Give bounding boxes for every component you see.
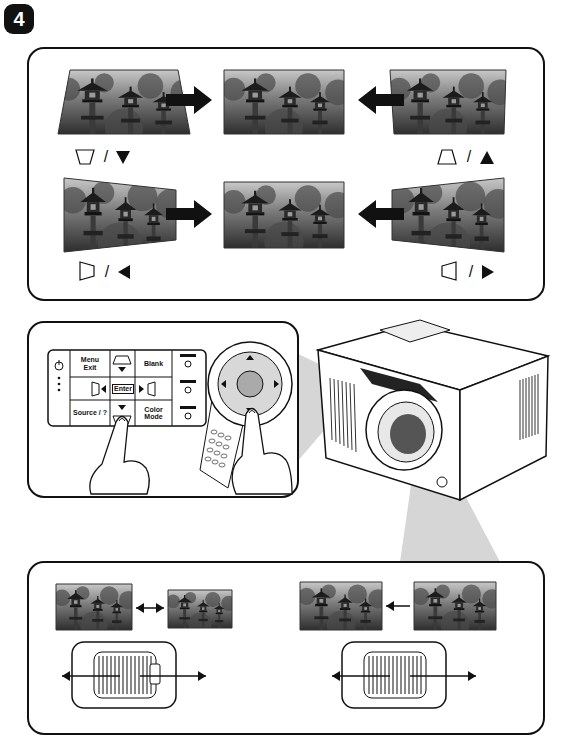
finger-nail (119, 419, 125, 422)
projected-image (54, 584, 138, 644)
arrow-head (62, 671, 70, 681)
projected-image (166, 590, 236, 640)
key-label: Source / ? (73, 409, 107, 416)
key-button: Blank (136, 351, 171, 376)
arrow-head (386, 601, 394, 611)
focus-ring (342, 642, 446, 708)
projected-image (222, 70, 351, 154)
projected-image (412, 582, 502, 645)
key-label: Menu (81, 356, 99, 363)
direction-arrow (166, 86, 212, 114)
keystone-symbol (76, 150, 94, 164)
direction-arrow (166, 200, 212, 228)
key-label: Blank (144, 360, 163, 367)
arrow-head (136, 603, 144, 613)
image-edge (414, 582, 496, 630)
indicator-arrow (62, 675, 120, 677)
arrow-head (198, 671, 206, 681)
direction-arrow (358, 86, 404, 114)
finger-nail (249, 411, 255, 414)
image-edge (390, 70, 506, 134)
projector (318, 320, 548, 500)
keystone-symbol (442, 262, 456, 280)
control-panel (48, 350, 206, 426)
pointing-hand (90, 417, 149, 495)
arrow-head (468, 671, 476, 681)
key-label: Exit (84, 364, 97, 371)
key-label: Color Mode (136, 406, 171, 421)
image-edge (392, 178, 504, 252)
arrow-head (156, 603, 164, 613)
separator: / (104, 148, 108, 166)
separator: / (105, 263, 109, 281)
key-button: Enter (112, 380, 134, 398)
image-edge (300, 582, 382, 630)
key-button: Color Mode (136, 401, 171, 425)
key-button: MenuExit (71, 351, 109, 376)
arrow-key-symbol (118, 265, 130, 279)
image-edge (56, 584, 132, 630)
separator: / (467, 148, 471, 166)
direction-arrow (358, 200, 404, 228)
separator: / (469, 263, 473, 281)
arrow-key-symbol (482, 265, 494, 279)
image-edge (224, 70, 344, 134)
projected-image (298, 582, 388, 645)
projected-image (388, 70, 513, 154)
key-button: Source / ? (71, 401, 109, 425)
projected-image (60, 178, 186, 275)
image-edge (64, 178, 176, 252)
key-label: Enter (112, 384, 134, 393)
step-badge (4, 4, 34, 34)
indicator-arrow (410, 675, 476, 677)
keystone-symbol (80, 262, 94, 280)
panel-frame (28, 562, 544, 734)
panel-frame (28, 48, 544, 300)
step-number: 4 (13, 8, 24, 31)
arrow-head (332, 671, 340, 681)
projected-image (222, 182, 351, 269)
indicator-arrow (140, 675, 206, 677)
pointing-hand (232, 409, 292, 495)
arrow-key-symbol (480, 151, 494, 164)
projected-image (388, 178, 514, 275)
arrow-key-symbol (116, 151, 130, 164)
image-edge (168, 590, 232, 628)
panel-frame (28, 322, 298, 497)
projected-image (57, 70, 196, 154)
image-edge (224, 182, 344, 248)
keystone-symbol (438, 150, 456, 164)
indicator-arrow (332, 675, 390, 677)
zoom-ring (72, 642, 176, 708)
